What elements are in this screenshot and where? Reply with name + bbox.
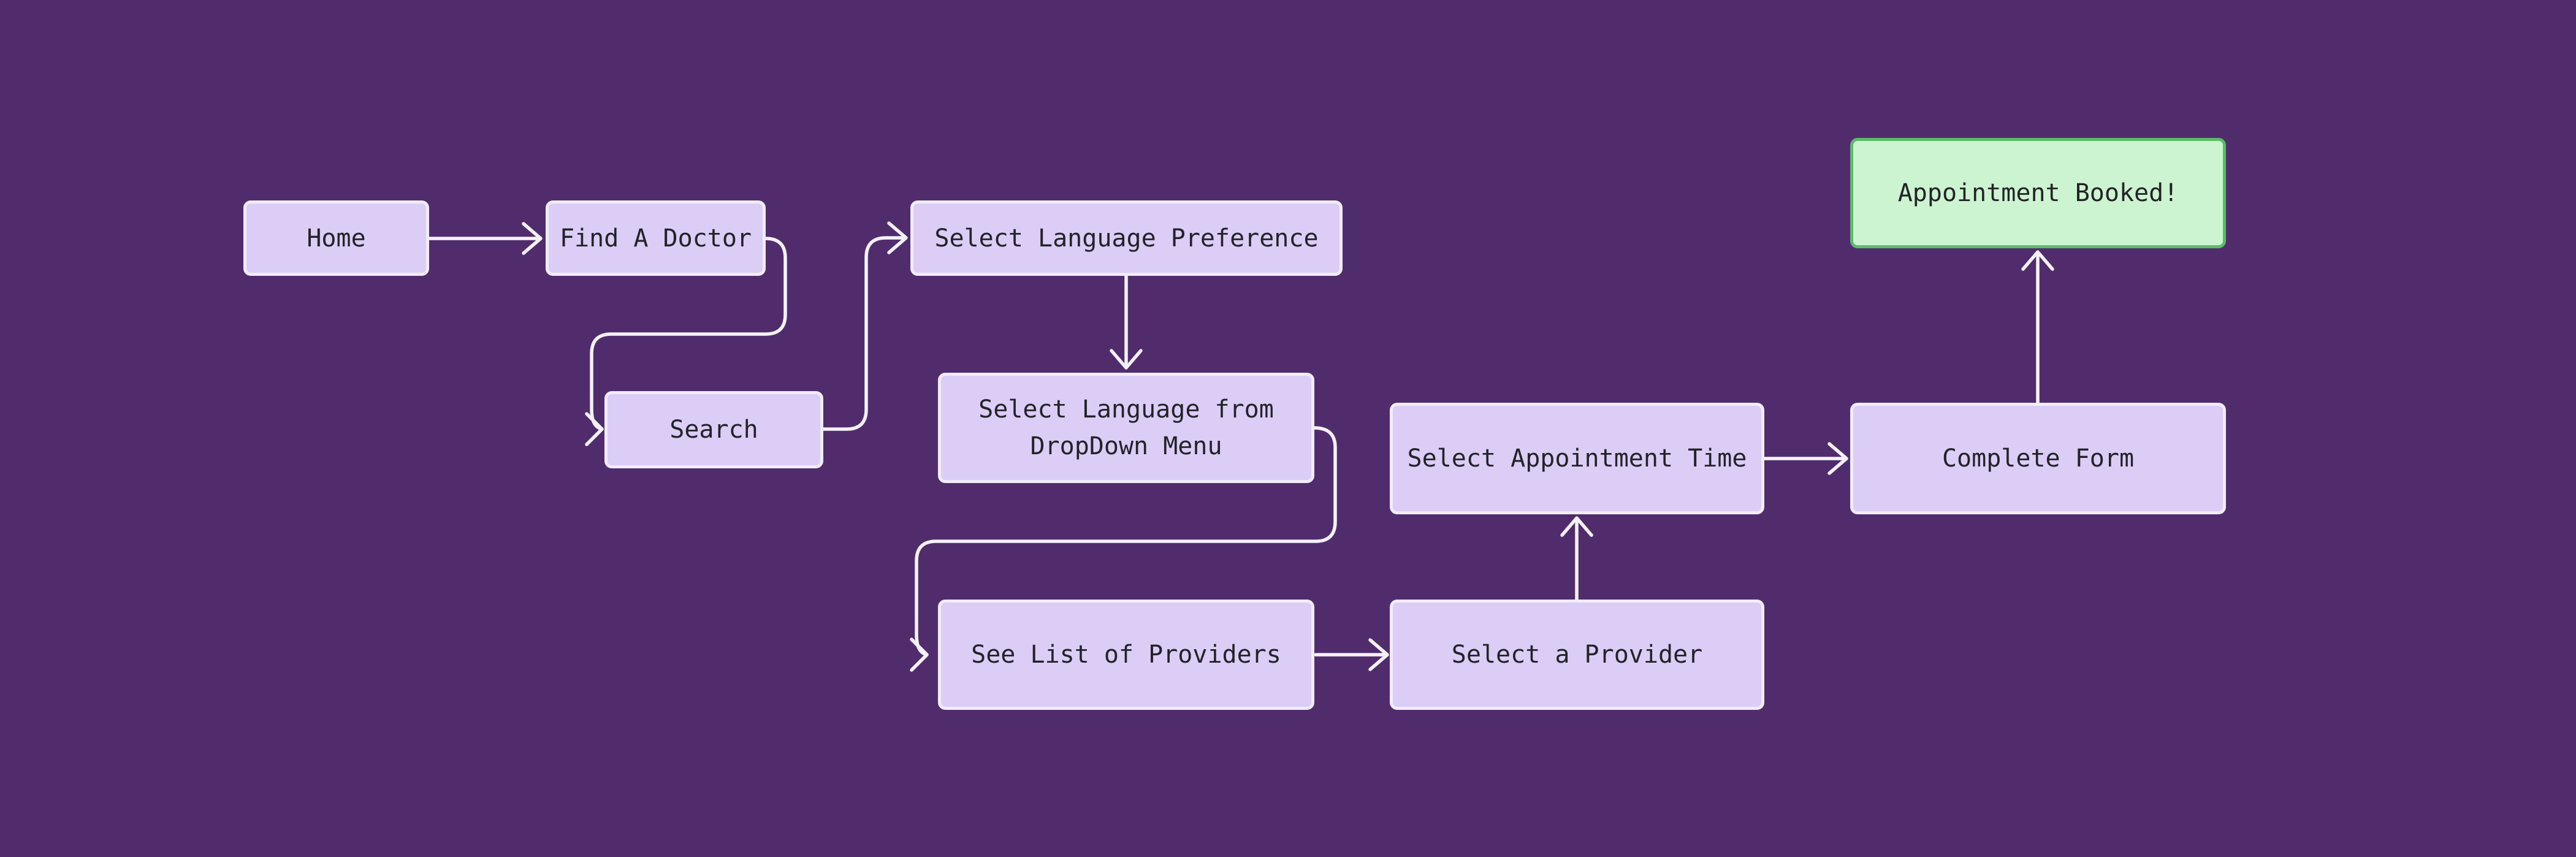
edge-see-list-of-providers-to-select-a-provider [1314, 638, 1389, 671]
node-complete-form: Complete Form [1850, 403, 2226, 514]
node-see-list-of-providers-label: See List of Providers [971, 641, 1281, 669]
node-select-language-dropdown-label: Select Language from DropDown Menu [978, 395, 1274, 460]
node-search: Search [604, 391, 823, 468]
edge-find-a-doctor-to-search [585, 237, 787, 446]
node-find-a-doctor-label: Find A Doctor [559, 224, 752, 253]
edge-select-a-provider-to-select-appointment-time [1560, 516, 1593, 601]
edge-select-appointment-time-to-complete-form [1762, 442, 1848, 475]
node-search-label: Search [669, 416, 758, 444]
node-home-label: Home [307, 224, 366, 253]
edge-select-language-dropdown-to-see-list-of-providers [910, 426, 1337, 672]
node-select-a-provider-label: Select a Provider [1451, 641, 1703, 669]
node-complete-form-label: Complete Form [1942, 444, 2135, 473]
node-select-a-provider: Select a Provider [1390, 600, 1764, 710]
node-see-list-of-providers: See List of Providers [938, 600, 1314, 710]
node-appointment-booked: Appointment Booked! [1850, 138, 2226, 248]
node-select-appointment-time-label: Select Appointment Time [1407, 444, 1747, 473]
edge-complete-form-to-appointment-booked [2021, 250, 2054, 405]
edge-select-language-preference-to-select-language-dropdown [1110, 274, 1143, 370]
edge-home-to-find-a-doctor [427, 222, 543, 255]
node-home: Home [243, 200, 429, 276]
node-select-language-preference-label: Select Language Preference [934, 224, 1319, 253]
node-select-language-dropdown: Select Language from DropDown Menu [938, 373, 1314, 483]
node-appointment-booked-label: Appointment Booked! [1897, 179, 2179, 207]
node-select-appointment-time: Select Appointment Time [1390, 403, 1764, 514]
edge-search-to-select-language-preference [821, 221, 908, 431]
node-find-a-doctor: Find A Doctor [546, 200, 766, 276]
node-select-language-preference: Select Language Preference [910, 200, 1343, 276]
